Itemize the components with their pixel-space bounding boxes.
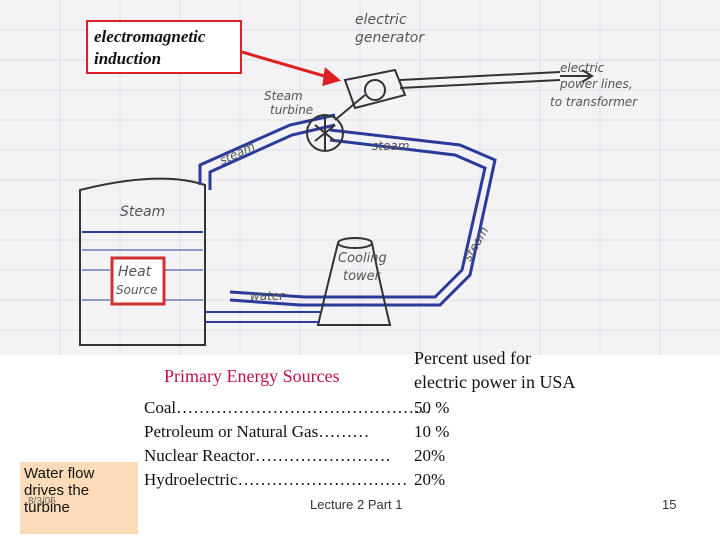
steam-label-right: steam [460, 224, 491, 263]
percent-values: 50 % 10 % 20% 20% [414, 396, 449, 492]
generator-label-2: generator [355, 30, 425, 46]
turbine-drawing [306, 94, 366, 152]
turbine-label-1: Steam [264, 89, 303, 103]
water-flow-note: Water flow drives the turbine [20, 462, 138, 534]
energy-row-nuclear: Nuclear Reactor…………………… [144, 446, 391, 465]
slide-date: 8/3/05 [28, 496, 56, 507]
electromagnetic-induction-callout: electromagnetic induction [86, 20, 242, 74]
callout-arrow [241, 50, 342, 87]
steam-tank-label: Steam [120, 204, 165, 220]
power-label-3: to transformer [550, 95, 638, 109]
heat-label-2: Source [116, 283, 157, 297]
percent-heading: Percent used for electric power in USA [414, 346, 575, 394]
cooling-label-1: Cooling [338, 251, 387, 266]
energy-row-petroleum: Petroleum or Natural Gas……… [144, 422, 370, 441]
percent-value-nuclear: 20% [414, 446, 446, 465]
heat-label-1: Heat [118, 264, 152, 280]
percent-value-hydro: 20% [414, 470, 446, 489]
steam-label-top: steam [372, 139, 409, 153]
diagram-sketch: electric generator electric power lines,… [0, 0, 720, 355]
boiler-tank [79, 177, 206, 346]
energy-row-coal: Coal……………………………………… [144, 398, 432, 417]
heat-source-box [110, 256, 166, 306]
percent-value-petroleum: 10 % [414, 422, 450, 441]
percent-value-coal: 50 % [414, 398, 450, 417]
water-pipe [205, 311, 320, 323]
water-label: water [250, 289, 285, 303]
page-number: 15 [662, 497, 677, 512]
energy-sources-title: Primary Energy Sources [164, 366, 340, 386]
percent-heading-line-2: electric power in USA [414, 372, 576, 392]
energy-row-hydro: Hydroelectric………………………… [144, 470, 408, 489]
generator-drawing [343, 68, 594, 110]
steam-label-left: steam [217, 139, 257, 167]
power-label-1: electric [560, 61, 605, 75]
power-plant-drawing: electric generator electric power lines,… [0, 0, 720, 355]
power-label-2: power lines, [559, 77, 633, 91]
percent-heading-line-1: Percent used for [414, 348, 531, 368]
callout-line-1: electromagnetic [94, 27, 206, 46]
turbine-label-2: turbine [270, 103, 313, 117]
cooling-label-2: tower [343, 269, 382, 284]
generator-label-1: electric [355, 12, 407, 28]
cooling-tower [316, 237, 392, 326]
footer-lecture: Lecture 2 Part 1 [310, 497, 403, 512]
callout-line-2: induction [94, 49, 162, 68]
water-flow-note-text: Water flow drives the turbine [24, 465, 95, 516]
energy-sources-list: Coal……………………………………… Petroleum or Natural… [144, 396, 431, 492]
